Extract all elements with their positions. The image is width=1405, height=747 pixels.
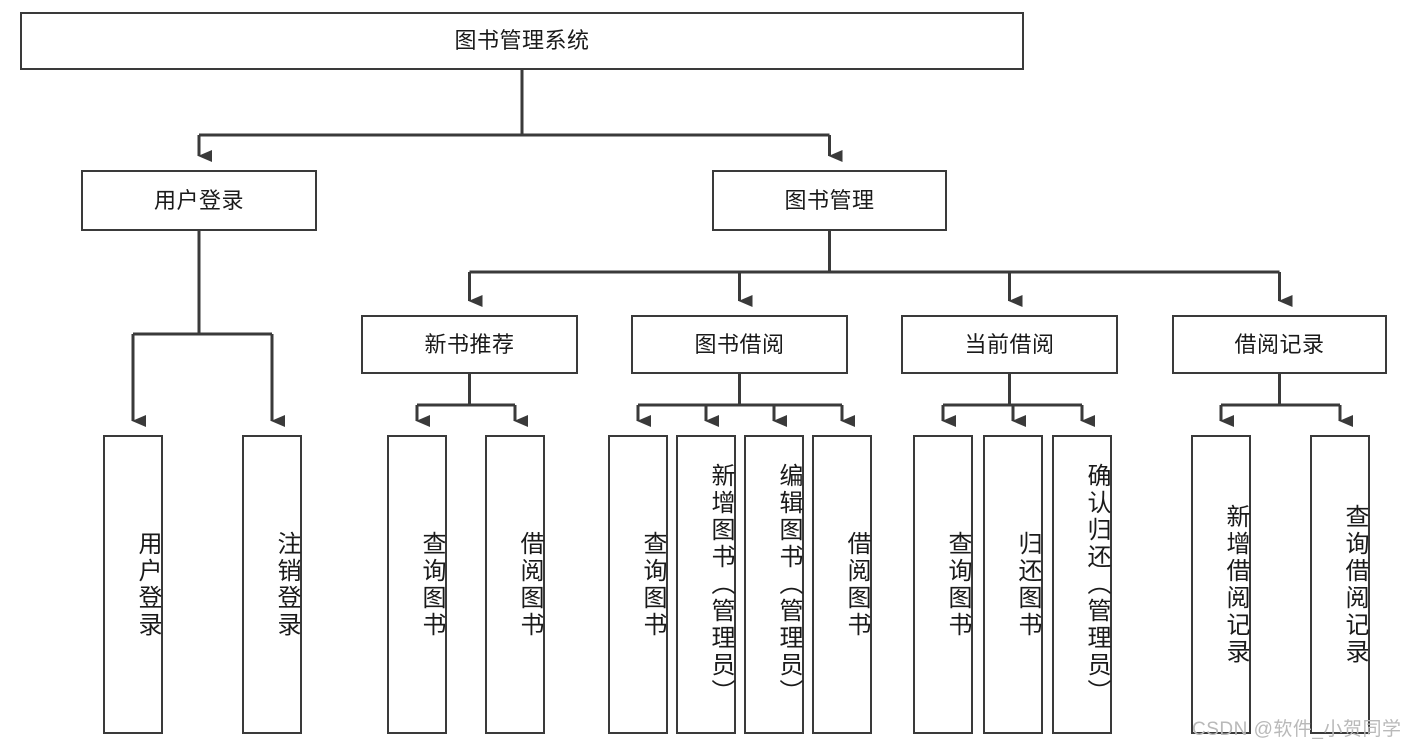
node-label: 确认归还（管理员） [1083,463,1110,706]
node-label: 用户登录 [153,187,244,213]
node-label: 用户登录 [134,530,161,639]
node-label: 注销登录 [273,530,300,639]
level2-node-图书管理-1: 图书管理 [712,170,947,231]
node-label: 查询借阅记录 [1341,503,1368,666]
node-label: 查询图书 [639,530,666,639]
root-node-图书管理系统: 图书管理系统 [20,12,1024,70]
level2-node-用户登录-0: 用户登录 [81,170,317,231]
node-label: 当前借阅 [964,331,1055,357]
node-label: 新增图书（管理员） [707,463,734,706]
node-label: 借阅图书 [516,530,543,639]
level3-node-当前借阅-2: 当前借阅 [901,315,1118,374]
leaf-node-查询借阅记录-12: 查询借阅记录 [1310,435,1370,734]
leaf-node-查询图书-4: 查询图书 [608,435,668,734]
leaf-node-借阅图书-3: 借阅图书 [485,435,545,734]
leaf-node-新增借阅记录-11: 新增借阅记录 [1191,435,1251,734]
leaf-node-查询图书-8: 查询图书 [913,435,973,734]
leaf-node-注销登录-1: 注销登录 [242,435,302,734]
leaf-node-查询图书-2: 查询图书 [387,435,447,734]
node-label: 图书管理 [784,187,875,213]
node-label: 归还图书 [1014,530,1041,639]
node-label: 新增借阅记录 [1222,503,1249,666]
node-label: 查询图书 [418,530,445,639]
leaf-node-归还图书-9: 归还图书 [983,435,1043,734]
leaf-node-借阅图书-7: 借阅图书 [812,435,872,734]
node-label: 查询图书 [944,530,971,639]
node-label: 图书借阅 [694,331,785,357]
node-label: 新书推荐 [424,331,515,357]
node-label: 编辑图书（管理员） [775,463,802,706]
node-label: 借阅记录 [1234,331,1325,357]
leaf-node-用户登录-0: 用户登录 [103,435,163,734]
leaf-node-新增图书管理员-5: 新增图书（管理员） [676,435,736,734]
leaf-node-编辑图书管理员-6: 编辑图书（管理员） [744,435,804,734]
level3-node-图书借阅-1: 图书借阅 [631,315,848,374]
level3-node-新书推荐-0: 新书推荐 [361,315,578,374]
leaf-node-确认归还管理员-10: 确认归还（管理员） [1052,435,1112,734]
node-label: 图书管理系统 [454,28,590,54]
level3-node-借阅记录-3: 借阅记录 [1172,315,1387,374]
node-label: 借阅图书 [843,530,870,639]
